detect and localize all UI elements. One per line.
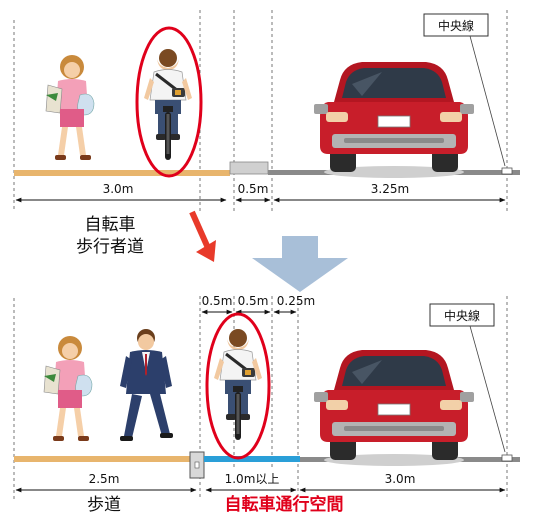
top-dim-curb: 0.5m xyxy=(238,182,269,196)
bottom-top-dim-1: 0.5m xyxy=(202,294,233,308)
top-diagram: 中央線 3.0m 0.5m 3.25m 自転車 歩行者道 xyxy=(13,10,520,257)
top-cyclist-ellipse xyxy=(135,26,203,178)
top-car xyxy=(313,61,475,179)
bottom-girl-pedestrian xyxy=(43,335,93,442)
top-girl-pedestrian xyxy=(45,54,95,161)
top-cyclist xyxy=(142,47,194,162)
transition-arrows xyxy=(189,210,348,292)
bottom-sidewalk-surface xyxy=(14,456,190,462)
blue-down-arrow xyxy=(252,236,348,292)
bottom-sidewalk-label: 歩道 xyxy=(87,495,121,515)
top-zone-label-line2: 歩行者道 xyxy=(76,237,144,257)
top-sidewalk-surface xyxy=(14,170,230,176)
top-center-line-label: 中央線 xyxy=(438,18,474,33)
top-dim-sidewalk: 3.0m xyxy=(103,182,134,196)
bottom-center-line-box xyxy=(429,303,495,327)
top-curb xyxy=(229,161,269,175)
red-arrow-shaft xyxy=(189,210,211,250)
top-center-line-box xyxy=(423,13,489,37)
bottom-bike-space-label: 自転車通行空間 xyxy=(225,494,344,515)
top-dim-road: 3.25m xyxy=(371,182,409,196)
bottom-businessman xyxy=(120,329,173,441)
bottom-cyclist-ellipse xyxy=(205,312,271,460)
bottom-cyclist xyxy=(212,327,264,442)
top-zone-label-line1: 自転車 xyxy=(85,215,136,235)
red-arrow-head xyxy=(196,240,216,262)
bottom-dim-bike-lane: 1.0m以上 xyxy=(225,472,280,486)
bottom-diagram: 0.5m 0.5m 0.25m 中央線 2.5m 1.0m以上 3.0m 歩道 … xyxy=(13,294,520,515)
bottom-bike-lane-surface xyxy=(204,456,300,462)
bottom-car xyxy=(313,349,475,467)
bottom-dim-sidewalk: 2.5m xyxy=(89,472,120,486)
bottom-top-dim-3: 0.25m xyxy=(277,294,315,308)
bottom-center-line-label: 中央線 xyxy=(444,308,480,323)
bottom-dim-road: 3.0m xyxy=(385,472,416,486)
bottom-top-dim-2: 0.5m xyxy=(238,294,269,308)
